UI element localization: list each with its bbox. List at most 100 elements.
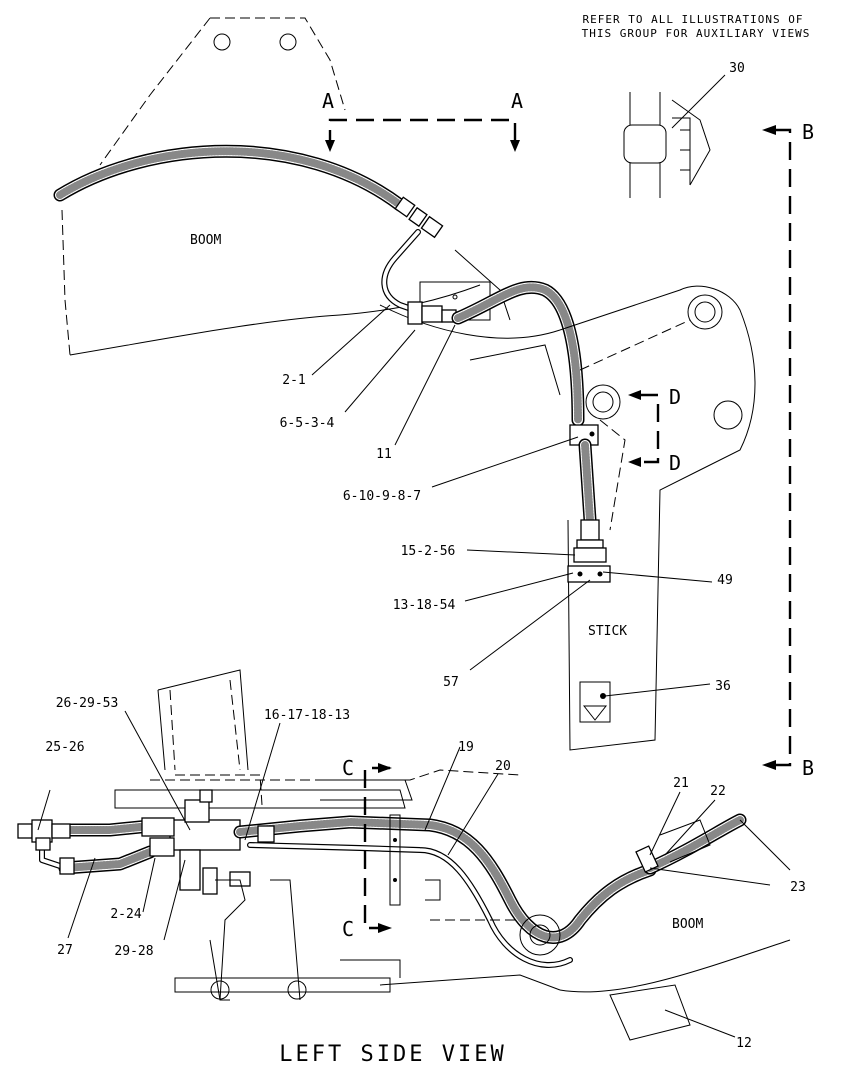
bracket-hole-left bbox=[213, 33, 231, 51]
tube-19 bbox=[233, 815, 657, 944]
link-pin-left bbox=[210, 980, 230, 1000]
detail-bracket-hatch bbox=[672, 117, 691, 185]
boom-steel-tube bbox=[381, 229, 423, 315]
left-link bbox=[215, 879, 246, 1001]
callout-26-29-53: 26-29-53 bbox=[56, 696, 119, 711]
lower-boom-clamp bbox=[635, 845, 659, 873]
upper-boom-assembly: BOOM bbox=[53, 17, 585, 427]
boom-lower-edge-curve bbox=[379, 974, 561, 991]
stick-pivot-mid bbox=[585, 384, 621, 420]
stick-coupling bbox=[573, 547, 607, 563]
detail-tube-lower bbox=[629, 163, 661, 198]
section-b-top-label: B bbox=[802, 120, 814, 144]
section-d-top-label: D bbox=[669, 385, 681, 409]
bracket-hole-right bbox=[279, 33, 297, 51]
detail-30-view bbox=[623, 92, 711, 198]
tank-base-dash bbox=[175, 774, 263, 806]
section-a-right-label: A bbox=[511, 89, 523, 113]
callout-20: 20 bbox=[495, 759, 511, 774]
view-title: LEFT SIDE VIEW bbox=[279, 1042, 506, 1067]
boom-label-lower: BOOM bbox=[672, 917, 703, 932]
boom-link-arm bbox=[469, 344, 561, 396]
stick-plate-36 bbox=[579, 681, 611, 723]
link-pin-right bbox=[287, 980, 307, 1000]
callout-13-18-54: 13-18-54 bbox=[393, 598, 456, 613]
upper-boom-hose bbox=[53, 144, 407, 212]
boom-lower-right-end bbox=[739, 819, 791, 871]
boom-left-edge bbox=[61, 209, 71, 356]
stick-hose bbox=[578, 438, 597, 527]
boom-nose bbox=[454, 249, 511, 321]
valve-lower-block bbox=[179, 849, 201, 891]
valve-cap bbox=[199, 789, 213, 803]
lower-hose-coupling bbox=[149, 837, 175, 857]
note-line-1: REFER TO ALL ILLUSTRATIONS OF bbox=[582, 13, 803, 26]
left-hose-upper bbox=[63, 819, 157, 837]
callout-22: 22 bbox=[710, 784, 726, 799]
hose-fitting-1 bbox=[394, 196, 416, 218]
lower-hose-fitting bbox=[59, 857, 75, 875]
section-b-bottom-label: B bbox=[802, 756, 814, 780]
detail-tube-upper bbox=[629, 92, 661, 125]
left-link-lower bbox=[209, 939, 230, 1001]
callout-16-17-18-13: 16-17-18-13 bbox=[264, 708, 350, 723]
clamp-bolt bbox=[452, 294, 458, 300]
callout-2-24: 2-24 bbox=[110, 907, 141, 922]
vertical-bracket bbox=[389, 814, 401, 906]
tee-fitting-down bbox=[35, 837, 51, 851]
stick-hose-end bbox=[580, 519, 600, 541]
detail-bracket bbox=[671, 99, 711, 186]
valve-port bbox=[202, 867, 218, 895]
frame-dash-upper bbox=[150, 769, 521, 781]
frame-plate-upper bbox=[114, 789, 406, 809]
stick-pivot-right bbox=[713, 400, 743, 430]
section-a-left-label: A bbox=[322, 89, 334, 113]
section-b-cut-line: B B bbox=[762, 120, 814, 780]
callout-6-5-3-4: 6-5-3-4 bbox=[280, 416, 335, 431]
detail-clamp bbox=[623, 124, 667, 164]
boom-to-stick-hose bbox=[451, 280, 585, 427]
tank-top bbox=[157, 669, 249, 771]
lower-assembly: BOOM bbox=[17, 669, 791, 1041]
tank-left bbox=[157, 689, 166, 771]
section-c-bottom-label: C bbox=[342, 917, 354, 941]
tank-hidden bbox=[169, 679, 241, 771]
callouts: 30 2-1 6-5-3-4 11 6-10-9-8-7 15-2-56 49 … bbox=[45, 61, 805, 1051]
callout-15-2-56: 15-2-56 bbox=[401, 544, 456, 559]
plate-arrow bbox=[582, 705, 608, 721]
callout-23: 23 bbox=[790, 880, 806, 895]
section-a-cut-line: A A bbox=[322, 89, 523, 152]
valve-top bbox=[184, 799, 210, 823]
tube-20 bbox=[247, 842, 573, 968]
callout-57: 57 bbox=[443, 675, 459, 690]
right-link bbox=[270, 879, 301, 1001]
callout-19: 19 bbox=[458, 740, 474, 755]
tee-fitting-nut bbox=[51, 823, 71, 839]
base-block bbox=[340, 959, 401, 978]
clamp-fitting-left bbox=[407, 301, 423, 325]
left-hose-lower bbox=[58, 845, 157, 875]
callout-2-1: 2-1 bbox=[282, 373, 305, 388]
upper-hose-coupling bbox=[141, 817, 175, 837]
callout-6-10-9-8-7: 6-10-9-8-7 bbox=[343, 489, 421, 504]
stick-pivot-top-inner bbox=[694, 301, 716, 323]
note-line-2: THIS GROUP FOR AUXILIARY VIEWS bbox=[582, 27, 811, 40]
stick-pivot-mid-inner bbox=[592, 391, 614, 413]
callout-12: 12 bbox=[736, 1036, 752, 1051]
stick-lower-clamp bbox=[567, 565, 611, 583]
section-d-cut-line: D D bbox=[628, 385, 681, 475]
elbow-pivot-inner bbox=[529, 924, 551, 946]
callout-49: 49 bbox=[717, 573, 733, 588]
section-d-bottom-label: D bbox=[669, 451, 681, 475]
callout-25-26: 25-26 bbox=[45, 740, 84, 755]
callout-27: 27 bbox=[57, 943, 73, 958]
boom-lower-bottom bbox=[559, 939, 791, 993]
stick-label: STICK bbox=[588, 624, 627, 639]
boom-bracket-outline bbox=[210, 17, 346, 111]
tube-fitting-right bbox=[257, 825, 275, 843]
leader-lines bbox=[37, 74, 771, 1038]
stick-inner-dash bbox=[599, 419, 626, 531]
callout-29-28: 29-28 bbox=[114, 944, 153, 959]
stick-upper-dash bbox=[579, 319, 691, 371]
